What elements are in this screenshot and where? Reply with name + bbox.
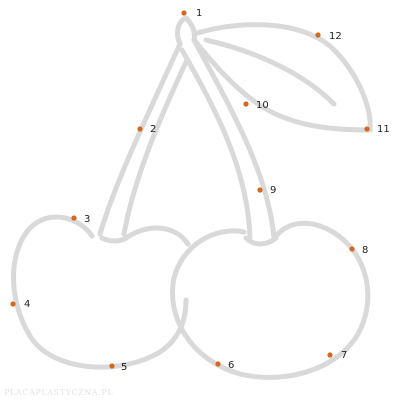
- dot-number-11: 11: [377, 124, 390, 135]
- dot-2: [137, 126, 143, 132]
- right-stem-inner-outline: [191, 37, 277, 241]
- dot-6: [215, 361, 221, 367]
- dot-10: [243, 101, 249, 107]
- left-stem-inner-outline: [121, 59, 189, 237]
- dot-number-9: 9: [270, 185, 276, 196]
- watermark-text: PLACAPLASTYCZNA.PL: [4, 388, 114, 397]
- dot-number-12: 12: [329, 31, 342, 42]
- dot-4: [10, 301, 16, 307]
- dot-9: [257, 187, 263, 193]
- dot-number-4: 4: [24, 299, 30, 310]
- right-stem-outline: [179, 47, 253, 241]
- right-cherry-outline: [170, 220, 371, 380]
- dot-8: [349, 246, 355, 252]
- dot-number-1: 1: [196, 8, 202, 19]
- dot-12: [315, 32, 321, 38]
- left-stem-outline: [97, 41, 183, 237]
- dot-number-8: 8: [362, 245, 368, 256]
- left-cherry-outline: [11, 214, 189, 370]
- dot-number-7: 7: [341, 350, 347, 361]
- dot-number-2: 2: [150, 124, 156, 135]
- dot-number-6: 6: [228, 360, 234, 371]
- dot-number-5: 5: [121, 362, 127, 373]
- leaf-vein: [203, 37, 337, 107]
- dot-number-3: 3: [84, 214, 90, 225]
- dot-number-10: 10: [256, 100, 269, 111]
- dot-1: [181, 10, 187, 16]
- dot-11: [364, 126, 370, 132]
- dot-7: [327, 352, 333, 358]
- left-cherry-top-outline: [99, 225, 191, 247]
- dot-3: [71, 215, 77, 221]
- leaf-outline: [191, 22, 373, 133]
- dot-5: [109, 363, 115, 369]
